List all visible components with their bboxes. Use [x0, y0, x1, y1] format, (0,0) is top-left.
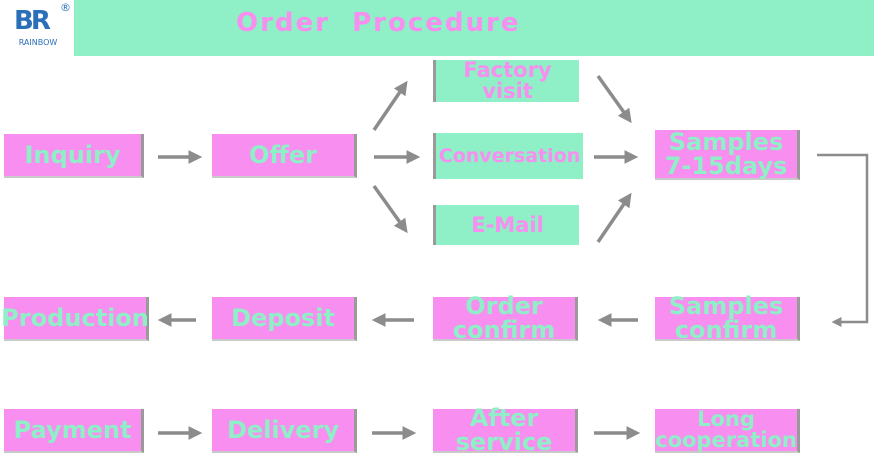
step-label: Factory visit	[463, 58, 552, 103]
arrow-offer-email	[372, 184, 408, 234]
step-label: Order confirm	[452, 292, 556, 344]
step-label: Production	[1, 304, 149, 332]
step-label: Offer	[249, 141, 317, 169]
step-inquiry: Inquiry	[4, 134, 144, 178]
title-banner: Order Procedure	[74, 0, 874, 56]
arrow-offer-factory	[372, 80, 408, 131]
step-offer: Offer	[212, 134, 357, 178]
step-label: Delivery	[226, 416, 340, 444]
step-order-confirm: Order confirm	[433, 292, 578, 344]
step-label: Samples confirm	[668, 292, 784, 344]
registered-mark: ®	[60, 1, 71, 14]
step-payment: Payment	[4, 409, 144, 453]
step-after-service: After service	[433, 404, 578, 456]
logo-brand-name: RAINBOW	[18, 38, 58, 47]
step-factory-visit: Factory visit	[433, 60, 579, 102]
step-production: Production	[1, 297, 149, 341]
step-label: Samples 7-15days	[664, 128, 788, 180]
step-samples: Samples 7-15days	[655, 130, 800, 180]
step-label: Deposit	[231, 304, 335, 332]
step-label: Long cooperation	[655, 407, 797, 452]
step-conversation: Conversation	[433, 133, 583, 179]
page-title: Order Procedure	[236, 8, 521, 38]
arrow-factory-samples	[596, 74, 632, 124]
step-label: E-Mail	[471, 212, 544, 237]
step-email: E-Mail	[433, 205, 579, 245]
rainbow-logo: BR ® RAINBOW	[0, 0, 74, 56]
step-label: Payment	[13, 416, 132, 444]
step-label: Inquiry	[24, 141, 121, 169]
step-label: Conversation	[438, 144, 581, 167]
step-delivery: Delivery	[212, 409, 357, 453]
arrow-email-samples	[596, 192, 632, 243]
arrow-samples-samples-confirm	[817, 153, 869, 327]
step-samples-confirm: Samples confirm	[655, 292, 800, 344]
step-label: After service	[455, 404, 553, 456]
logo-mark: BR	[14, 6, 51, 36]
step-deposit: Deposit	[212, 297, 357, 341]
step-long-cooperation: Long cooperation	[655, 409, 800, 453]
